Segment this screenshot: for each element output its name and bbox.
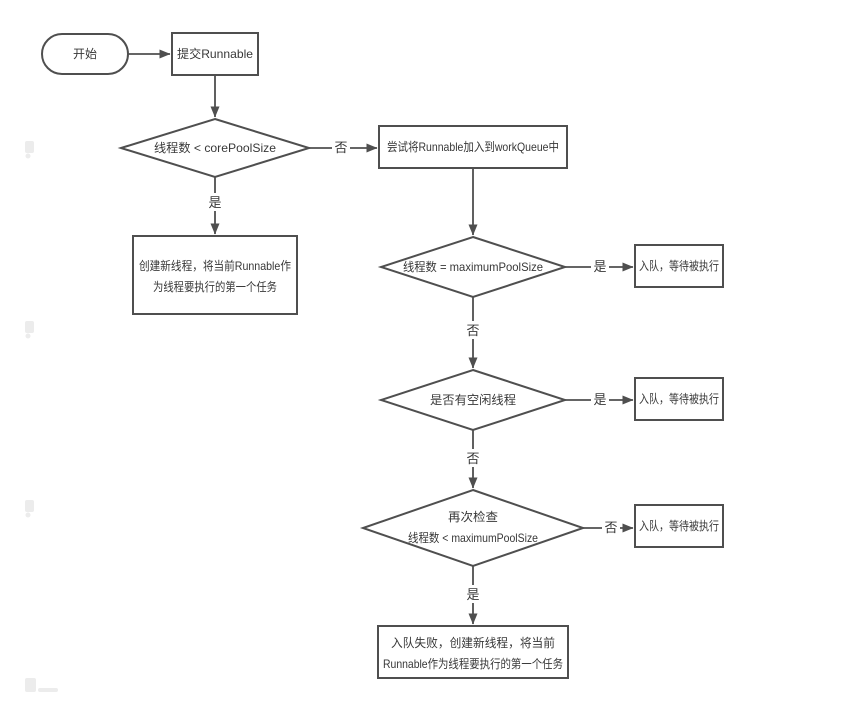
node-submit-runnable: 提交Runnable xyxy=(171,32,259,76)
create-thread-label-line1: 创建新线程，将当前Runnable作 xyxy=(139,258,291,273)
node-enqueue-wait-2: 入队，等待被执行 xyxy=(634,377,724,421)
node-try-enqueue-workqueue: 尝试将Runnable加入到workQueue中 xyxy=(378,125,568,169)
edge-label-idle-no: 否 xyxy=(464,449,482,467)
enqueue-failed-label-line2: Runnable作为线程要执行的第一个任务 xyxy=(383,656,563,671)
check-core-diamond xyxy=(117,117,313,179)
edge-label-bg xyxy=(206,193,224,211)
recheck-diamond xyxy=(359,488,587,568)
node-create-new-thread: 创建新线程，将当前Runnable作 为线程要执行的第一个任务 xyxy=(132,235,298,315)
check-core-label: 线程数 < corePoolSize xyxy=(154,140,276,155)
edge-label-recheck-no: 否 xyxy=(602,518,620,536)
edge-label-bg xyxy=(591,390,609,408)
edge-label-text: 是 xyxy=(208,195,221,210)
nodes: 开始 提交Runnable 线程数 < corePoolSize 尝试将Runn… xyxy=(41,32,724,679)
check-max-diamond xyxy=(377,235,569,299)
edge-label-bg xyxy=(332,139,350,157)
check-max-label: 线程数 = maximumPoolSize xyxy=(403,259,543,274)
edge-label-bg xyxy=(591,257,609,275)
edge-label-bg xyxy=(602,518,620,536)
submit-runnable-label: 提交Runnable xyxy=(177,46,253,61)
check-idle-label: 是否有空闲线程 xyxy=(430,392,516,407)
recheck-label-line2: 线程数 < maximumPoolSize xyxy=(408,530,538,545)
edge-label-core-no: 否 xyxy=(332,139,350,157)
edge-label-recheck-yes: 是 xyxy=(464,585,482,603)
enqueue-failed-box xyxy=(377,625,569,679)
enqueue-wait-3-label: 入队，等待被执行 xyxy=(639,518,719,533)
watermark-mark xyxy=(25,500,34,518)
edge-label-core-yes: 是 xyxy=(206,193,224,211)
edge-label-bg xyxy=(464,321,482,339)
edge-label-text: 是 xyxy=(466,587,479,602)
edge-label-max-no: 否 xyxy=(464,321,482,339)
start-label: 开始 xyxy=(73,47,97,61)
start-terminator-shape xyxy=(41,33,129,75)
node-enqueue-wait-3: 入队，等待被执行 xyxy=(634,504,724,548)
edge-label-text: 否 xyxy=(466,451,479,466)
try-enqueue-label: 尝试将Runnable加入到workQueue中 xyxy=(387,139,559,154)
node-start: 开始 xyxy=(41,33,129,75)
enqueue-wait-3-box xyxy=(634,504,724,548)
watermark-mark xyxy=(25,321,34,339)
node-check-idle-thread: 是否有空闲线程 xyxy=(377,368,569,432)
edge-label-idle-yes: 是 xyxy=(591,390,609,408)
watermarks xyxy=(25,141,58,692)
check-idle-diamond xyxy=(377,368,569,432)
enqueue-failed-label-line1: 入队失败，创建新线程，将当前 xyxy=(391,635,555,650)
edge-label-text: 否 xyxy=(466,323,479,338)
enqueue-wait-1-label: 入队，等待被执行 xyxy=(639,258,719,273)
edge-label-text: 是 xyxy=(593,392,606,407)
watermark-mark xyxy=(25,141,34,159)
edge-label-bg xyxy=(464,449,482,467)
node-enqueue-failed-create-thread: 入队失败，创建新线程，将当前 Runnable作为线程要执行的第一个任务 xyxy=(377,625,569,679)
enqueue-wait-1-box xyxy=(634,244,724,288)
edge-labels: 否 是 是 否 是 否 否 是 xyxy=(206,139,620,603)
enqueue-wait-2-label: 入队，等待被执行 xyxy=(639,391,719,406)
edge-label-bg xyxy=(464,585,482,603)
edge-label-text: 是 xyxy=(593,259,606,274)
submit-runnable-box xyxy=(171,32,259,76)
try-enqueue-box xyxy=(378,125,568,169)
create-thread-box xyxy=(132,235,298,315)
edge-label-text: 否 xyxy=(334,140,347,155)
create-thread-label-line2: 为线程要执行的第一个任务 xyxy=(153,279,277,294)
node-check-core-pool-size: 线程数 < corePoolSize xyxy=(117,117,313,179)
node-recheck-maximum-pool-size: 再次检查 线程数 < maximumPoolSize xyxy=(359,488,587,568)
watermark-mark xyxy=(25,678,58,692)
node-enqueue-wait-1: 入队，等待被执行 xyxy=(634,244,724,288)
edge-label-max-yes: 是 xyxy=(591,257,609,275)
enqueue-wait-2-box xyxy=(634,377,724,421)
edge-label-text: 否 xyxy=(604,520,617,535)
node-check-maximum-pool-size: 线程数 = maximumPoolSize xyxy=(377,235,569,299)
recheck-label-line1: 再次检查 xyxy=(448,509,498,524)
